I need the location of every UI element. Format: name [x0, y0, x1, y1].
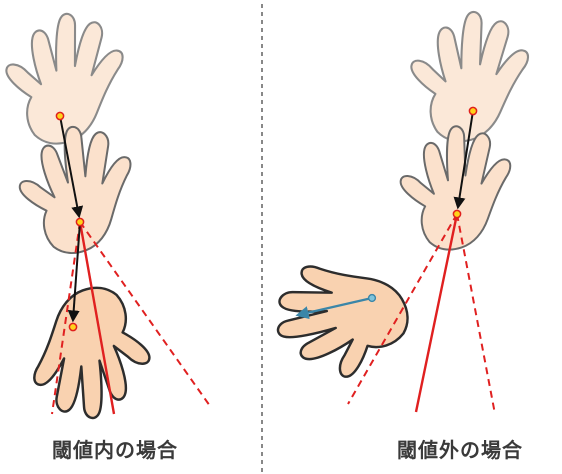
tracking-point-3 — [69, 323, 76, 330]
hand-frame-1 — [0, 7, 133, 149]
hand-frame-2-right — [393, 118, 523, 256]
tracking-point-2-right — [453, 210, 460, 217]
tracking-point-1-right — [469, 107, 476, 114]
outlier-point — [369, 295, 376, 302]
tracking-point-2 — [76, 218, 83, 225]
left-panel — [0, 7, 210, 428]
caption-outside-threshold: 閾値外の場合 — [360, 434, 560, 466]
hand-frame-outlier — [260, 238, 422, 394]
caption-within-threshold: 閾値内の場合 — [20, 434, 210, 466]
tracking-point-1 — [56, 112, 63, 119]
threshold-boundary-right-right — [457, 214, 495, 414]
right-panel — [260, 7, 536, 414]
hand-frame-3 — [18, 279, 159, 428]
